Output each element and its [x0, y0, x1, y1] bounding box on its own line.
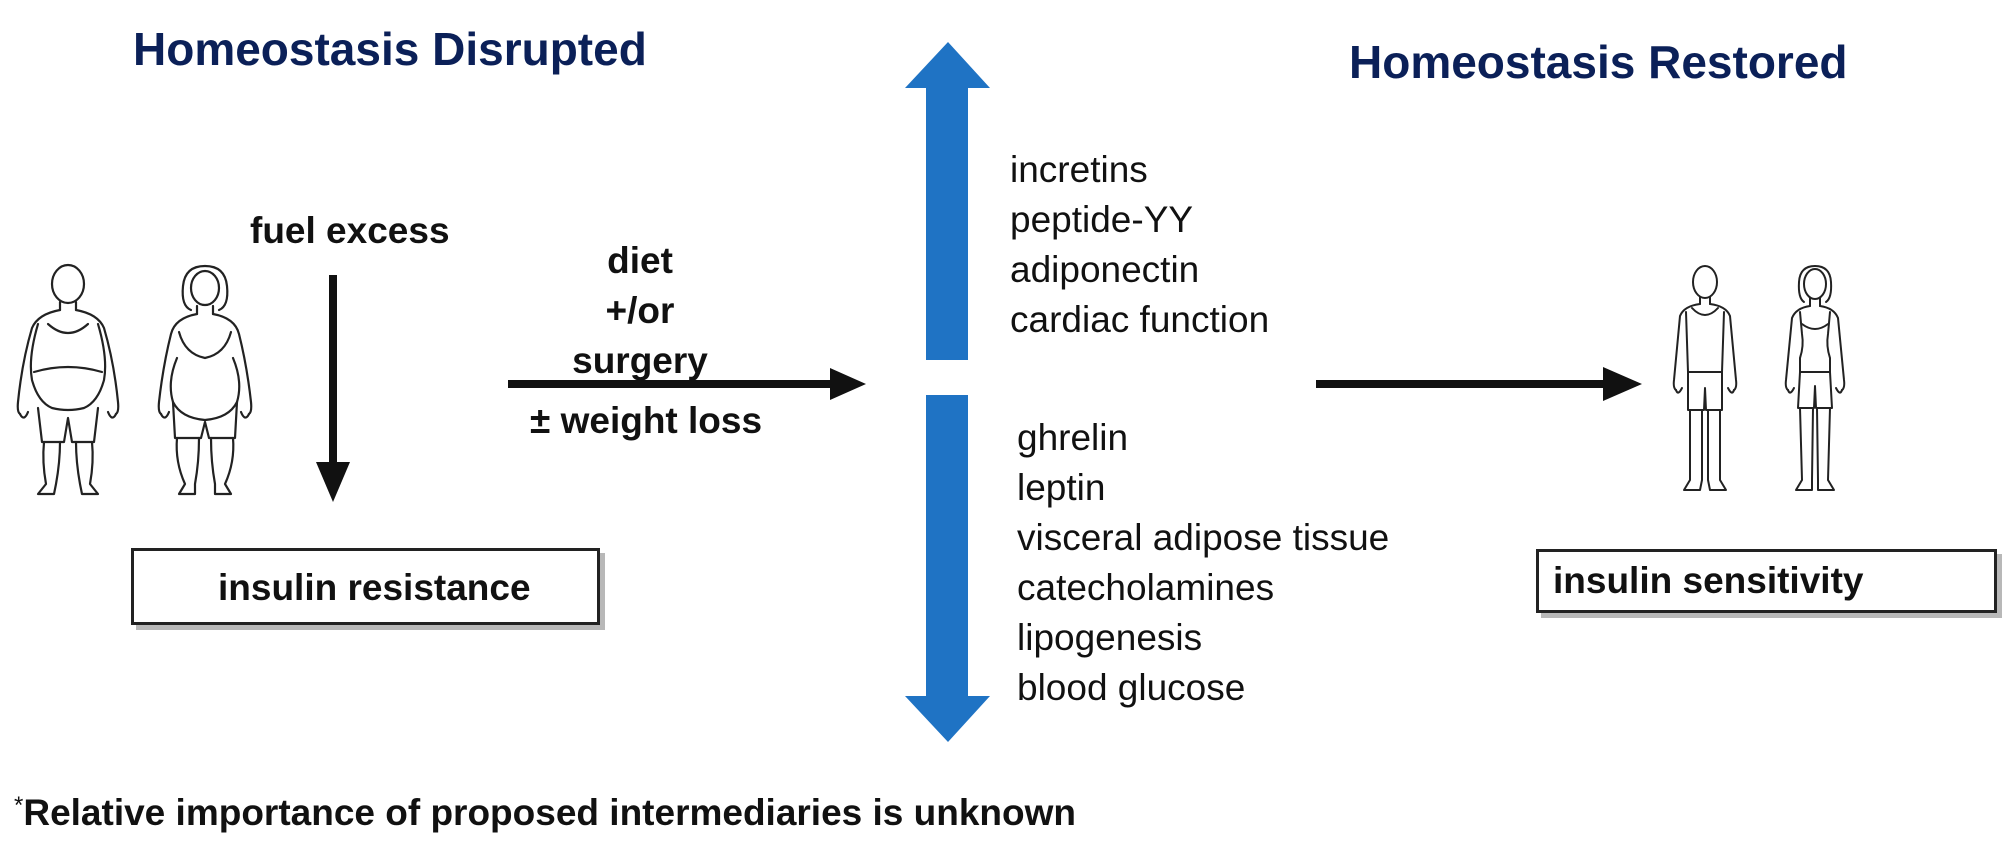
list-item: blood glucose: [1017, 667, 1246, 708]
weight-loss-label: ± weight loss: [530, 400, 763, 441]
intervention-label: diet +/or surgery: [520, 236, 760, 386]
intervention-line-diet: diet: [607, 240, 673, 281]
insulin-resistance-box: insulin resistance: [131, 548, 600, 625]
slim-woman-icon: [1784, 265, 1846, 491]
footnote-text: Relative importance of proposed intermed…: [23, 792, 1077, 833]
insulin-sensitivity-box: insulin sensitivity: [1536, 549, 1997, 613]
down-arrow-fuel-excess: [316, 275, 350, 502]
list-item: lipogenesis: [1017, 617, 1203, 658]
footnote: *Relative importance of proposed interme…: [14, 792, 1076, 834]
list-item: catecholamines: [1017, 567, 1275, 608]
list-item: peptide-YY: [1010, 199, 1194, 240]
obese-man-icon: [16, 263, 120, 496]
title-homeostasis-disrupted: Homeostasis Disrupted: [133, 23, 647, 75]
fuel-excess-label: fuel excess: [250, 210, 450, 251]
footnote-star: *: [14, 792, 24, 819]
right-arrow-intervention: [508, 368, 866, 400]
list-item: cardiac function: [1010, 299, 1270, 340]
list-item: adiponectin: [1010, 249, 1200, 290]
slim-man-icon: [1672, 265, 1738, 491]
list-item: visceral adipose tissue: [1017, 517, 1390, 558]
list-item: ghrelin: [1017, 417, 1129, 458]
right-arrow-restoration: [1316, 367, 1642, 401]
increased-mediators-list: incretins peptide-YY adiponectin cardiac…: [1010, 145, 1269, 345]
obese-woman-icon: [157, 264, 253, 496]
intervention-line-surgery: surgery: [572, 340, 708, 381]
blue-down-arrow-decrease: [905, 395, 990, 742]
blue-up-arrow-increase: [905, 42, 990, 360]
intervention-line-andor: +/or: [605, 290, 675, 331]
decreased-mediators-list: ghrelin leptin visceral adipose tissue c…: [1017, 413, 1389, 713]
list-item: incretins: [1010, 149, 1148, 190]
list-item: leptin: [1017, 467, 1106, 508]
title-homeostasis-restored: Homeostasis Restored: [1349, 36, 1848, 88]
